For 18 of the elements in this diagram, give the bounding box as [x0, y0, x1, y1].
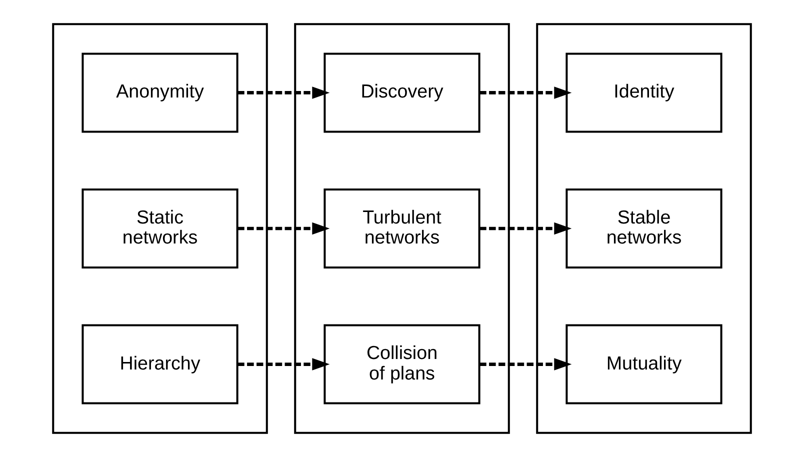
arrow: [479, 358, 572, 370]
node-box: Static networks: [81, 188, 238, 268]
node-box: Hierarchy: [81, 324, 238, 404]
cluster: [536, 23, 752, 434]
node-box: Discovery: [323, 52, 480, 133]
arrow: [237, 358, 330, 370]
node-box: Anonymity: [81, 52, 238, 133]
node-box: Identity: [565, 52, 722, 133]
arrow: [237, 86, 330, 99]
node-box: Collision of plans: [323, 324, 480, 404]
arrow: [479, 222, 572, 235]
arrow: [479, 86, 572, 99]
node-box: Turbulent networks: [323, 188, 480, 268]
cluster: [52, 23, 268, 434]
node-box: Stable networks: [565, 188, 722, 268]
node-box: Mutuality: [565, 324, 722, 404]
arrow: [237, 222, 330, 235]
cluster: [294, 23, 510, 434]
